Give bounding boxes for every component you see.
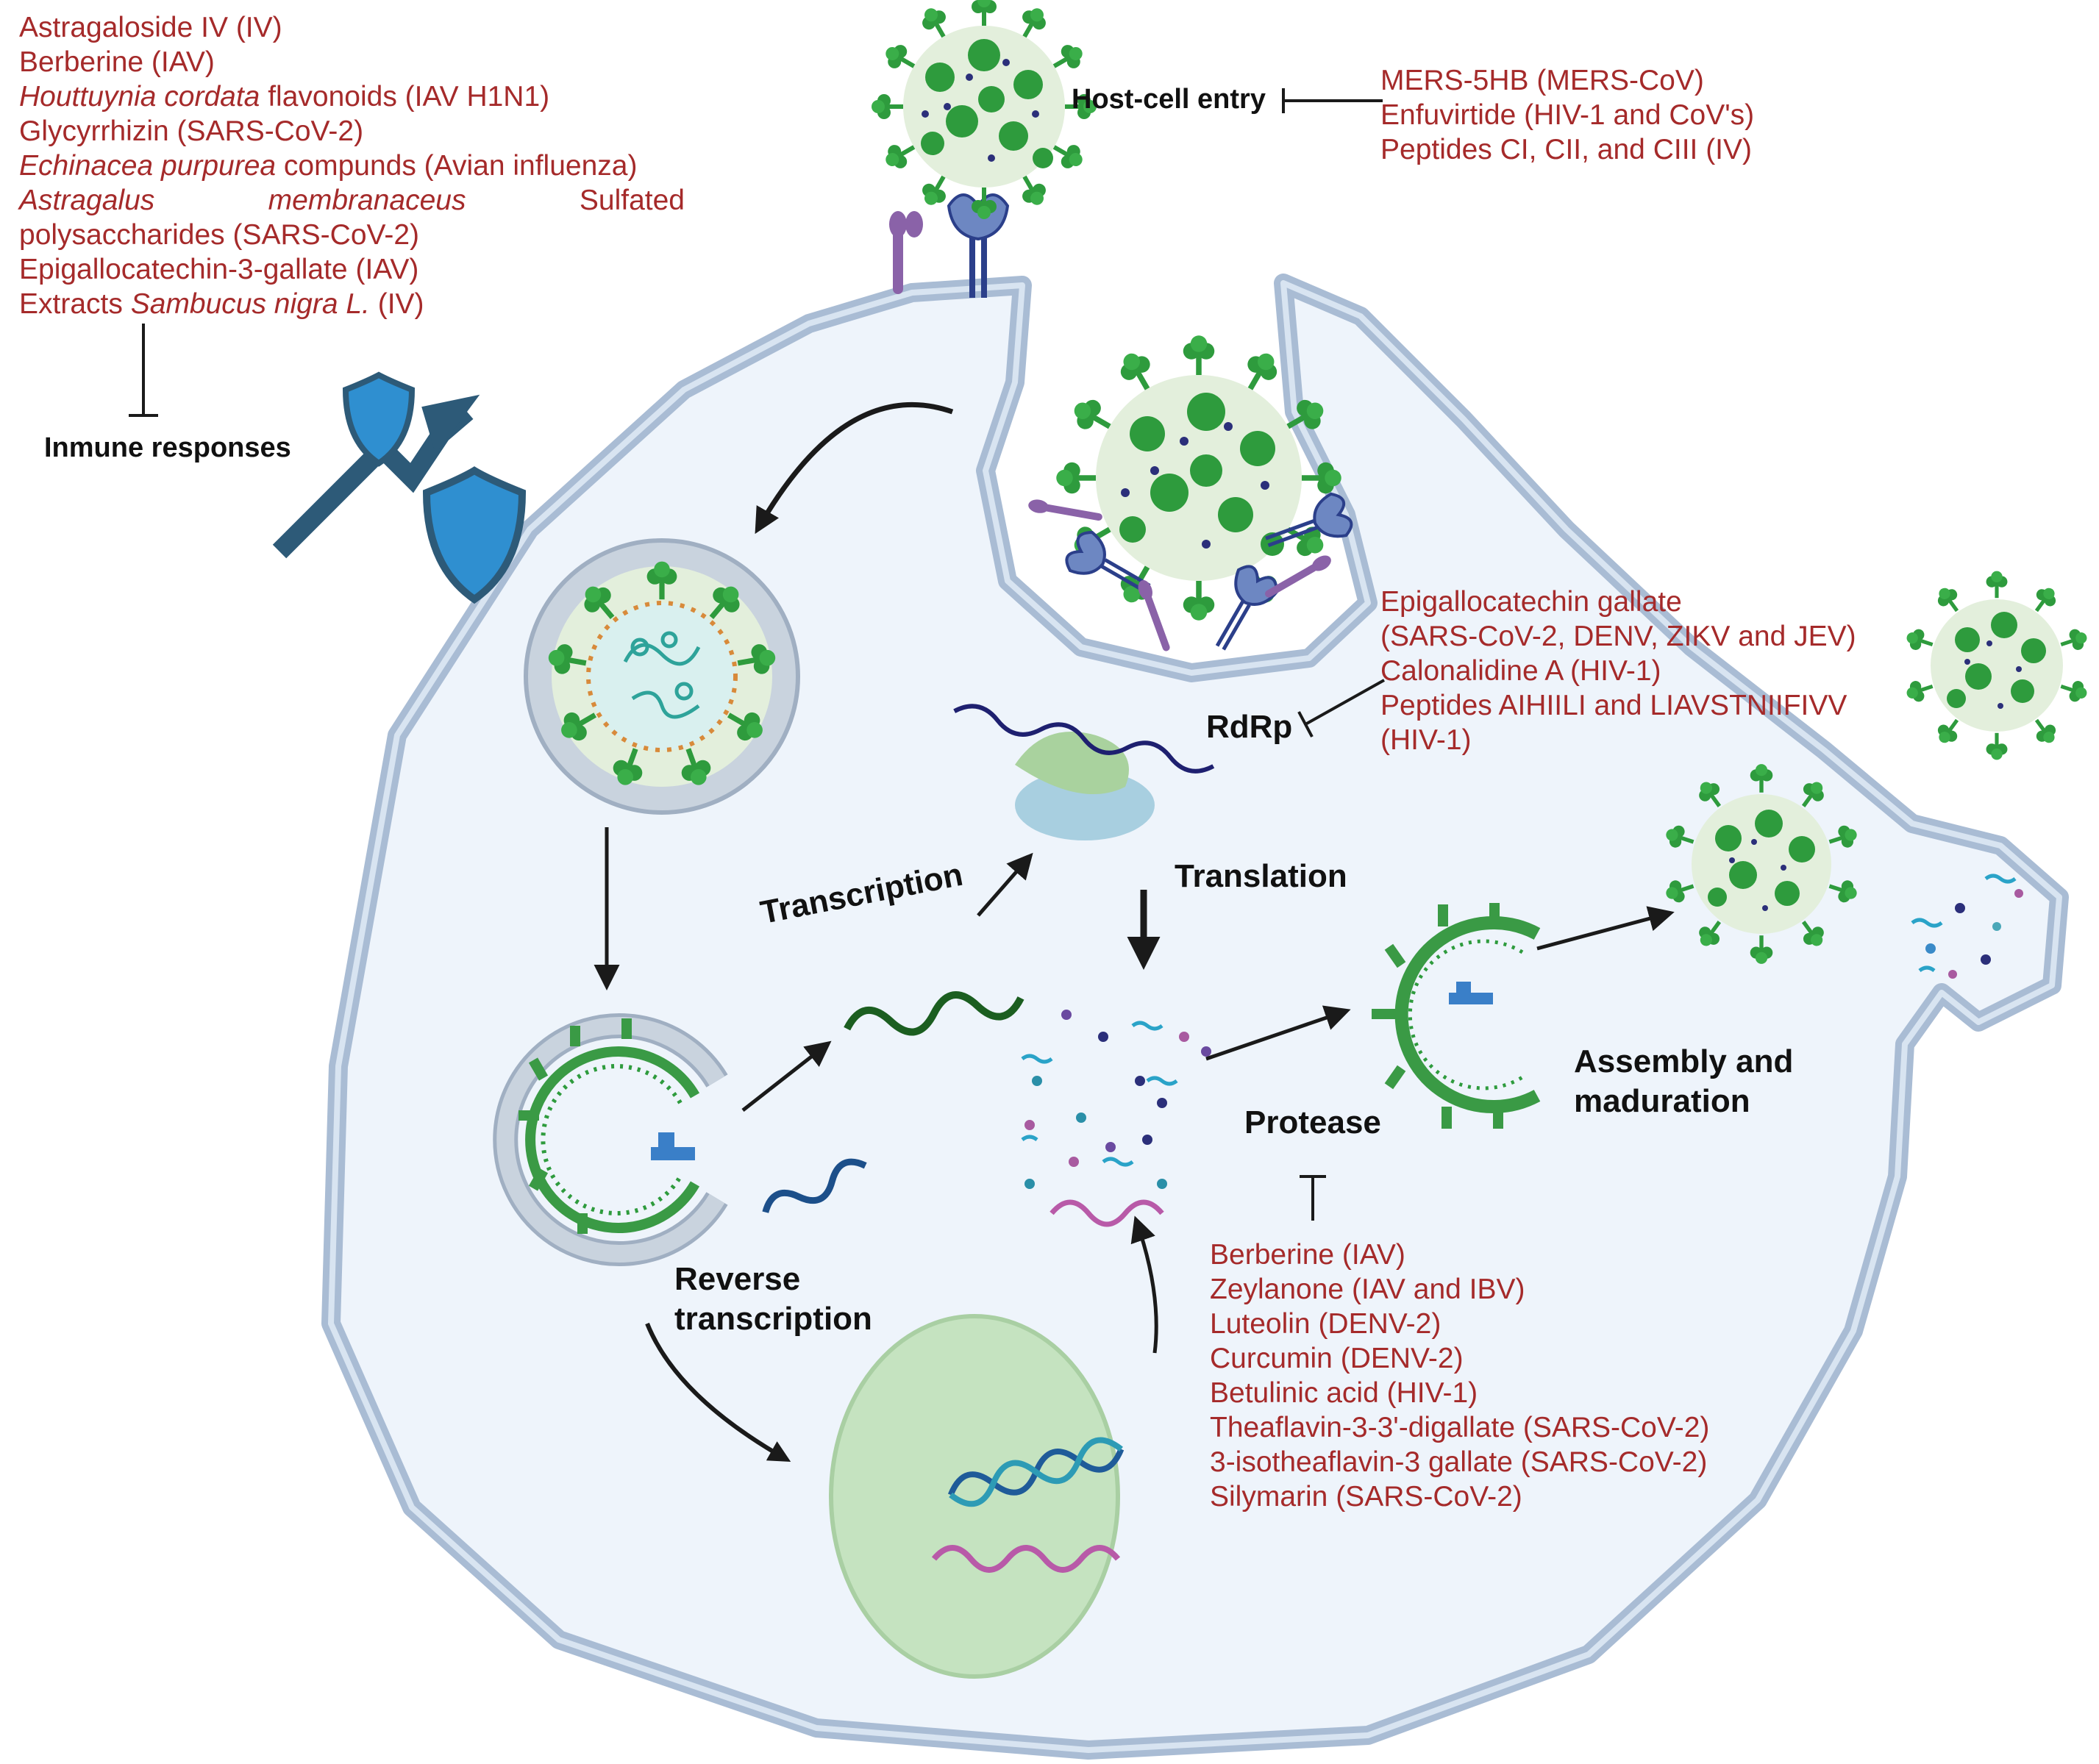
assembly-line1: Assembly and	[1574, 1043, 1794, 1079]
arrow-entry-to-endosome	[755, 401, 954, 535]
assembly-capsid-icon	[1372, 903, 1541, 1129]
flow-arrows	[594, 401, 1675, 1462]
endosome-icon	[524, 538, 800, 815]
protease-compound-2: Zeylanone (IAV and IBV)	[1210, 1274, 1525, 1305]
protease-compound-4: Curcumin (DENV-2)	[1210, 1343, 1464, 1374]
nuclear-rna-icon	[931, 1545, 1121, 1573]
immune-compound-list: Astragaloside IV (IV) Berberine (IAV) Ho…	[19, 10, 685, 321]
reverse-transcription-line2: transcription	[674, 1301, 872, 1337]
virus-endocytosis-icon	[1056, 335, 1341, 621]
protease-compound-1: Berberine (IAV)	[1210, 1239, 1405, 1271]
arrow-to-transcription	[741, 1040, 832, 1112]
dna-helix-icon	[947, 1437, 1125, 1507]
rdrp-compound-list: Epigallocatechin gallate (SARS-CoV-2, DE…	[1380, 585, 1856, 757]
inhibit-immune	[129, 324, 158, 417]
entry-compound-list: MERS-5HB (MERS-CoV) Enfuvirtide (HIV-1 a…	[1380, 63, 1754, 167]
assembly-maduration-label: Assembly and maduration	[1574, 1042, 1793, 1121]
immune-compound-9: Extracts Sambucus nigra L. (IV)	[19, 288, 424, 320]
protease-label: Protease	[1244, 1104, 1381, 1140]
translation-label: Translation	[1175, 858, 1347, 894]
pocket-receptors	[1028, 492, 1353, 651]
entry-compound-3: Peptides CI, CII, and CIII (IV)	[1380, 134, 1753, 165]
immune-compound-5: Echinacea purpurea compunds (Avian influ…	[19, 150, 638, 182]
rdrp-compound-2: (SARS-CoV-2, DENV, ZIKV and JEV)	[1380, 621, 1856, 652]
membrane-receptor-purple	[889, 211, 923, 294]
rna-green-icon	[844, 991, 1024, 1036]
arrow-to-mature	[1536, 906, 1675, 951]
reverse-transcription-label: Reverse transcription	[674, 1260, 872, 1339]
protease-compound-8: Silymarin (SARS-CoV-2)	[1210, 1481, 1522, 1513]
immune-responses-label: Inmune responses	[44, 432, 291, 463]
arrow-to-ribosome	[977, 852, 1033, 917]
protease-compound-list: Berberine (IAV) Zeylanone (IAV and IBV) …	[1210, 1238, 1709, 1514]
virus-mature-icon	[1663, 764, 1860, 964]
rdrp-compound-1: Epigallocatechin gallate	[1380, 586, 1682, 618]
protein-pool-icon	[1021, 1010, 1211, 1227]
rdrp-compound-3: Calonalidine A (HIV-1)	[1380, 655, 1661, 687]
inhibit-protease	[1300, 1175, 1326, 1221]
immune-compound-3: Houttuynia cordata flavonoids (IAV H1N1)	[19, 81, 550, 113]
rdrp-label: RdRp	[1206, 709, 1293, 745]
host-cell-entry-label: Host-cell entry	[1072, 84, 1266, 115]
inhibit-rdrp	[1297, 679, 1385, 738]
immune-compound-2: Berberine (IAV)	[19, 46, 215, 78]
immune-compound-6: Astragalus membranaceus Sulfated	[19, 185, 685, 216]
entry-compound-1: MERS-5HB (MERS-CoV)	[1380, 65, 1704, 96]
assembly-line2: maduration	[1574, 1083, 1750, 1119]
immune-compound-8: Epigallocatechin-3-gallate (IAV)	[19, 254, 419, 285]
arrow-nucleus-to-proteins	[1130, 1215, 1158, 1354]
mrna-strand-icon	[953, 704, 1215, 774]
inhibit-entry	[1282, 88, 1383, 113]
rdrp-compound-4: Peptides AIHIILI and LIAVSTNIIFIVV	[1380, 690, 1847, 721]
arrow-to-nucleus	[645, 1322, 791, 1462]
entry-compound-2: Enfuvirtide (HIV-1 and CoV's)	[1380, 99, 1755, 131]
protease-compound-6: Theaflavin-3-3'-digallate (SARS-CoV-2)	[1210, 1412, 1710, 1443]
immune-compound-4: Glycyrrhizin (SARS-CoV-2)	[19, 115, 364, 147]
ribosome-icon	[1015, 732, 1155, 840]
immune-boost-icon	[272, 371, 527, 604]
reverse-transcription-line1: Reverse	[674, 1261, 801, 1297]
protease-compound-5: Betulinic acid (HIV-1)	[1210, 1377, 1478, 1409]
rdrp-compound-5: (HIV-1)	[1380, 724, 1472, 756]
nucleus	[829, 1314, 1120, 1679]
arrow-to-assembly	[1205, 1005, 1351, 1061]
inhibition-lines	[129, 88, 1385, 1221]
virus-released-icon	[1903, 571, 2090, 760]
protease-compound-7: 3-isotheaflavin-3 gallate (SARS-CoV-2)	[1210, 1446, 1708, 1478]
bud-particles	[1911, 874, 2023, 979]
immune-compound-1: Astragaloside IV (IV)	[19, 12, 282, 43]
immune-compound-7: polysaccharides (SARS-CoV-2)	[19, 219, 420, 251]
uncoating-vesicle-icon	[493, 1013, 728, 1266]
virus-entry-icon	[872, 0, 1097, 219]
protease-compound-3: Luteolin (DENV-2)	[1210, 1308, 1441, 1340]
rna-blue-icon	[762, 1158, 867, 1213]
